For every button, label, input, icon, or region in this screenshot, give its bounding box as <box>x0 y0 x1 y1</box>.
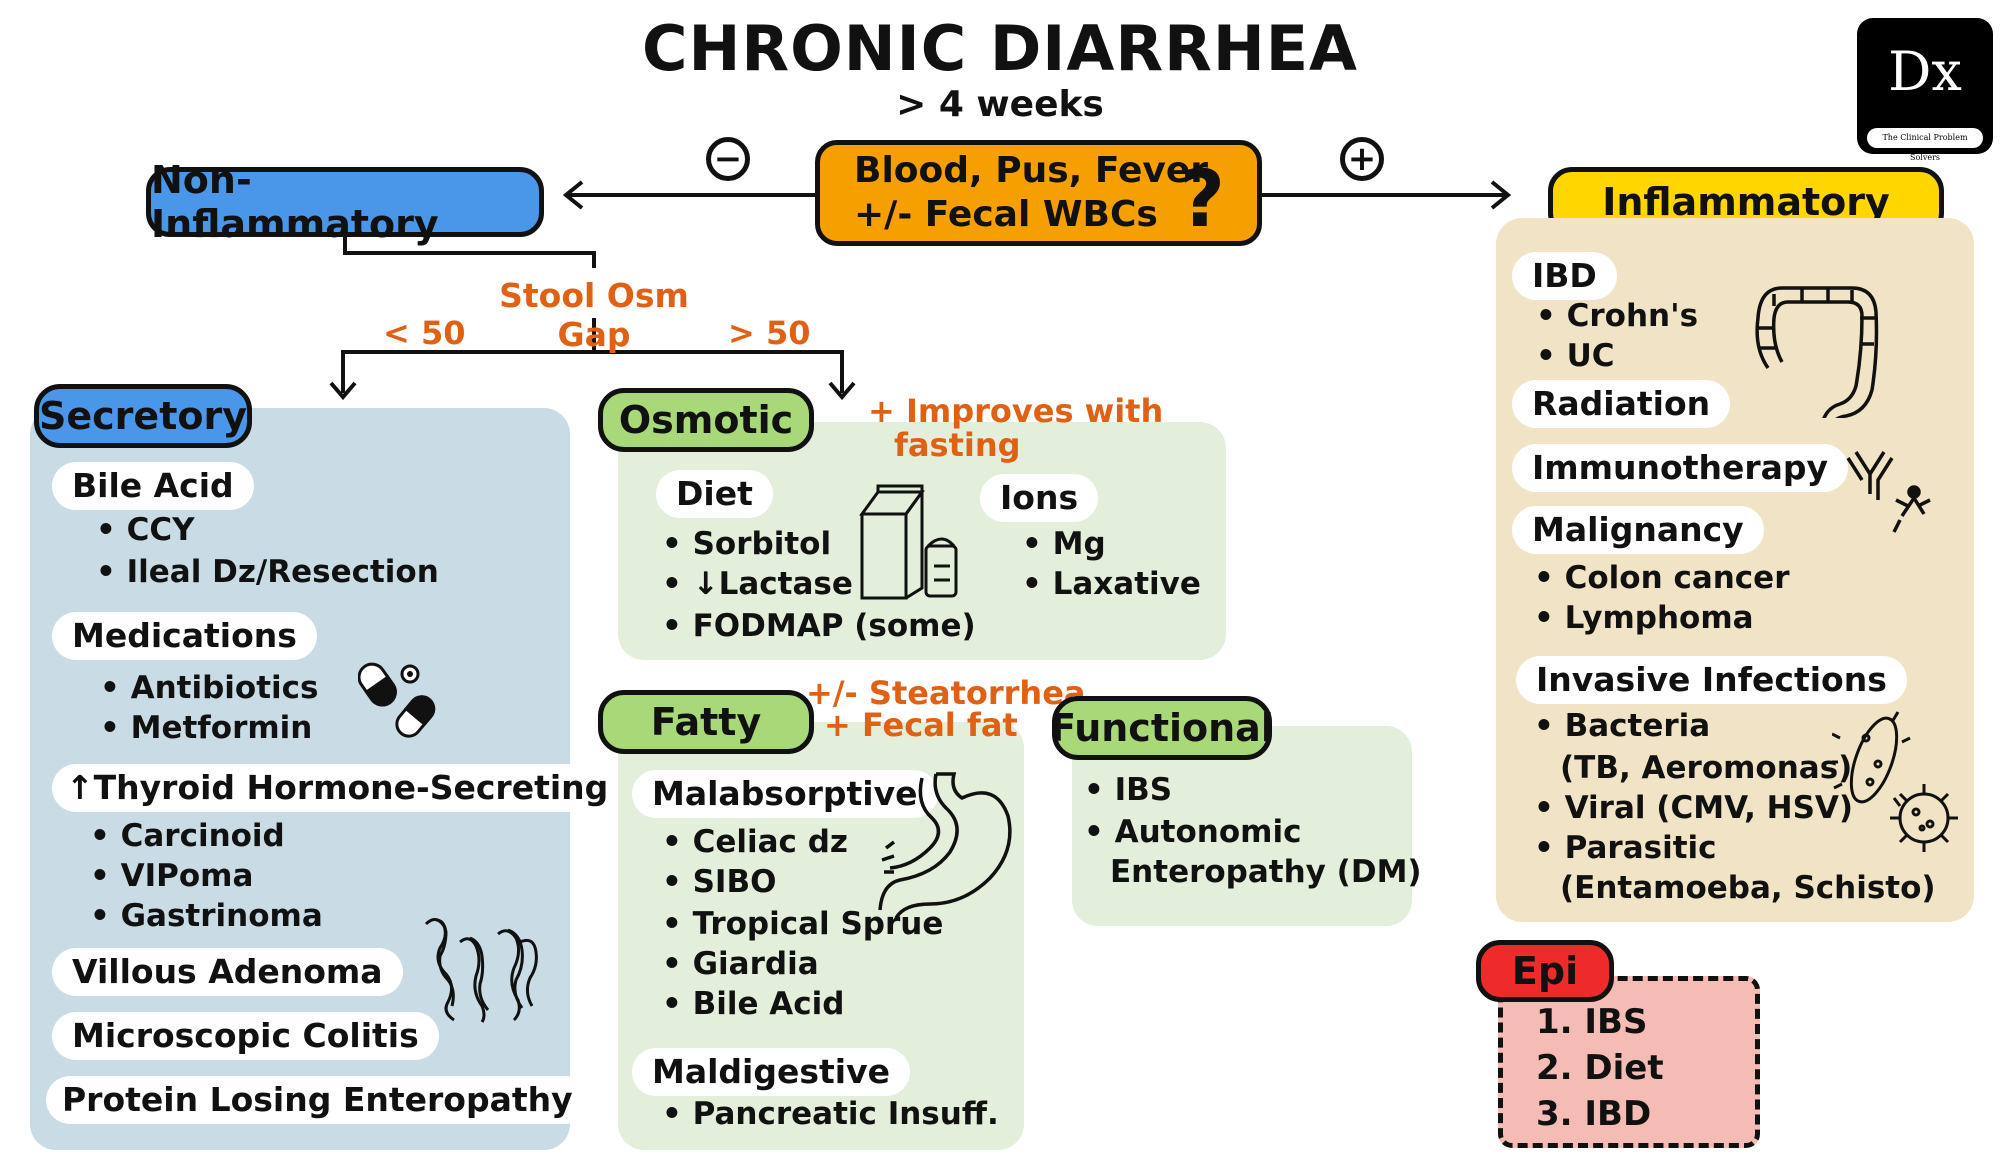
stomach-icon <box>878 772 1012 919</box>
ibd-item-uc: UC <box>1536 336 1615 376</box>
inf-item-bacteria: Bacteria <box>1534 706 1711 746</box>
question-line2: +/- Fecal WBCs <box>854 194 1158 235</box>
villous-adenoma-chip: Villous Adenoma <box>52 948 403 996</box>
ibd-item-crohns: Crohn's <box>1536 296 1698 336</box>
radiation-chip: Radiation <box>1512 380 1731 428</box>
fatty-note-2: + Fecal fat <box>824 706 1018 744</box>
maldig-item-pancreatic: Pancreatic Insuff. <box>662 1094 999 1134</box>
antibody-icon <box>1846 451 1931 533</box>
diet-item-sorbitol: Sorbitol <box>662 524 831 564</box>
positive-sign-icon: + <box>1340 137 1384 181</box>
pills-icon <box>358 662 436 738</box>
ibd-chip: IBD <box>1512 252 1617 300</box>
bile-item-ccy: CCY <box>96 510 195 550</box>
question-mark: ? <box>1179 155 1225 245</box>
diet-item-lactase: ↓Lactase <box>662 564 853 604</box>
epi-header: Epi <box>1476 940 1614 1002</box>
inf-item-bacteria-detail: (TB, Aeromonas) <box>1560 750 1853 786</box>
epi-item-3: 3. IBD <box>1536 1094 1652 1134</box>
diet-chip: Diet <box>656 470 773 518</box>
inf-item-parasitic: Parasitic <box>1534 828 1717 868</box>
colon-icon <box>1755 286 1879 418</box>
osmotic-note-2: fasting <box>894 426 1021 464</box>
ion-item-laxative: Laxative <box>1022 564 1201 604</box>
intestinal-villi-icon <box>424 918 538 1023</box>
osmotic-note-1: + Improves with <box>868 392 1164 430</box>
osmotic-header: Osmotic <box>598 388 814 452</box>
question-line1: Blood, Pus, Fever <box>854 150 1209 191</box>
hormone-item-gastrinoma: Gastrinoma <box>90 896 323 936</box>
fatty-note-1: +/- Steatorrhea <box>806 674 1086 712</box>
secretory-header: Secretory <box>34 384 252 448</box>
dx-logo: Dx The Clinical Problem Solvers <box>1857 18 1993 162</box>
maldigestive-chip: Maldigestive <box>632 1048 910 1096</box>
logo-text: Dx <box>1888 40 1962 103</box>
mal-item-giardia: Giardia <box>662 944 819 984</box>
non-inflammatory-box: Non-Inflammatory <box>146 158 544 246</box>
malignancy-chip: Malignancy <box>1512 506 1764 554</box>
bile-item-ileal: Ileal Dz/Resection <box>96 552 439 592</box>
malabsorptive-chip: Malabsorptive <box>632 770 938 818</box>
invasive-infections-chip: Invasive Infections <box>1516 656 1907 704</box>
diet-item-fodmap: FODMAP (some) <box>662 606 976 646</box>
mal-item-sibo: SIBO <box>662 862 777 902</box>
osm-gap-label: Stool Osm Gap <box>499 276 689 354</box>
functional-item-ibs: IBS <box>1084 770 1173 810</box>
protein-losing-chip: Protein Losing Enteropathy <box>46 1076 589 1124</box>
negative-sign-icon: − <box>706 137 750 181</box>
functional-item-autonomic: Autonomic <box>1084 812 1302 852</box>
osm-gap-high: > 50 <box>728 314 811 352</box>
medications-chip: Medications <box>52 612 317 660</box>
hormone-item-carcinoid: Carcinoid <box>90 816 285 856</box>
hormone-chip: ↑Thyroid Hormone-Secreting <box>52 764 623 812</box>
epi-item-1: 1. IBS <box>1536 1002 1648 1042</box>
immunotherapy-chip: Immunotherapy <box>1512 444 1849 492</box>
malig-item-lymphoma: Lymphoma <box>1534 598 1754 638</box>
mal-item-celiac: Celiac dz <box>662 822 848 862</box>
ion-item-mg: Mg <box>1022 524 1106 564</box>
mal-item-bile-acid: Bile Acid <box>662 984 845 1024</box>
question-text: Blood, Pus, Fever +/- Fecal WBCs <box>854 149 1208 237</box>
inf-item-parasitic-detail: (Entamoeba, Schisto) <box>1560 870 1936 906</box>
question-box: Blood, Pus, Fever +/- Fecal WBCs ? <box>815 140 1262 246</box>
page-title: CHRONIC DIARRHEA <box>641 12 1359 85</box>
med-item-metformin: Metformin <box>100 708 313 748</box>
bile-acid-chip: Bile Acid <box>52 462 254 510</box>
epi-panel <box>1498 976 1760 1148</box>
logo-tagline: The Clinical Problem Solvers <box>1867 128 1983 162</box>
microbe-icon <box>1832 711 1958 852</box>
microscopic-colitis-chip: Microscopic Colitis <box>52 1012 439 1060</box>
epi-item-2: 2. Diet <box>1536 1048 1664 1088</box>
functional-header: Functional <box>1050 696 1274 760</box>
malig-item-colon-cancer: Colon cancer <box>1534 558 1790 598</box>
hormone-item-vipoma: VIPoma <box>90 856 254 896</box>
inf-item-viral: Viral (CMV, HSV) <box>1534 788 1853 828</box>
osm-gap-low: < 50 <box>383 314 466 352</box>
duration-subtitle: > 4 weeks <box>896 84 1104 125</box>
functional-item-enteropathy: Enteropathy (DM) <box>1110 854 1422 890</box>
med-item-antibiotics: Antibiotics <box>100 668 319 708</box>
milk-carton-icon <box>859 484 958 600</box>
ions-chip: Ions <box>980 474 1099 522</box>
fatty-header: Fatty <box>598 690 814 754</box>
